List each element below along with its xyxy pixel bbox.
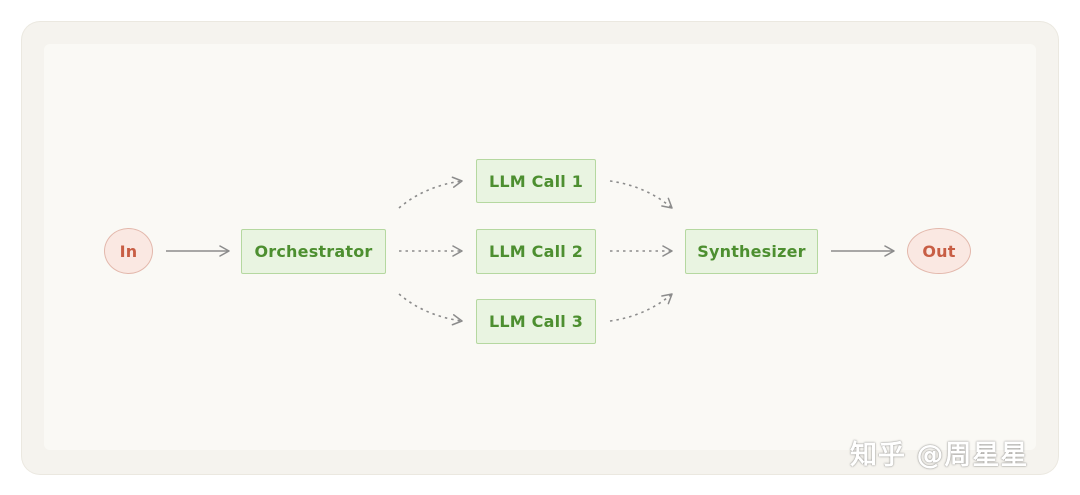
orchestrator-node: Orchestrator: [241, 229, 386, 274]
input-node: In: [104, 228, 153, 274]
watermark-text: 知乎 @周星星: [850, 440, 1029, 471]
llm-call-1-node: LLM Call 1: [476, 159, 596, 203]
output-node: Out: [907, 228, 971, 274]
synthesizer-node: Synthesizer: [685, 229, 818, 274]
llm-call-2-node: LLM Call 2: [476, 229, 596, 274]
llm-call-3-node: LLM Call 3: [476, 299, 596, 344]
